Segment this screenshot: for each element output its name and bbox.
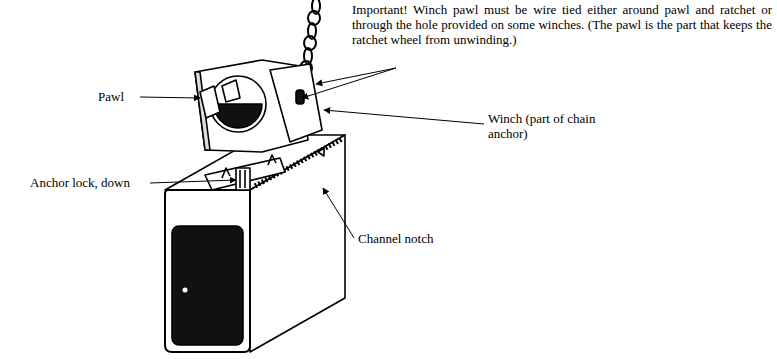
winch <box>195 60 322 152</box>
part-name: Anchor lock, down <box>30 175 150 190</box>
leader-lines <box>140 68 484 238</box>
part-name: Channel notch <box>358 231 468 246</box>
part-name: Winch (part of chain anchor) <box>488 111 628 141</box>
anchor-lock <box>205 155 285 190</box>
housing-front <box>165 190 250 352</box>
part-name: Pawl <box>98 89 142 104</box>
warning-note: Important! Winch pawl must be wire tied … <box>352 2 772 47</box>
channel-opening <box>172 226 243 345</box>
